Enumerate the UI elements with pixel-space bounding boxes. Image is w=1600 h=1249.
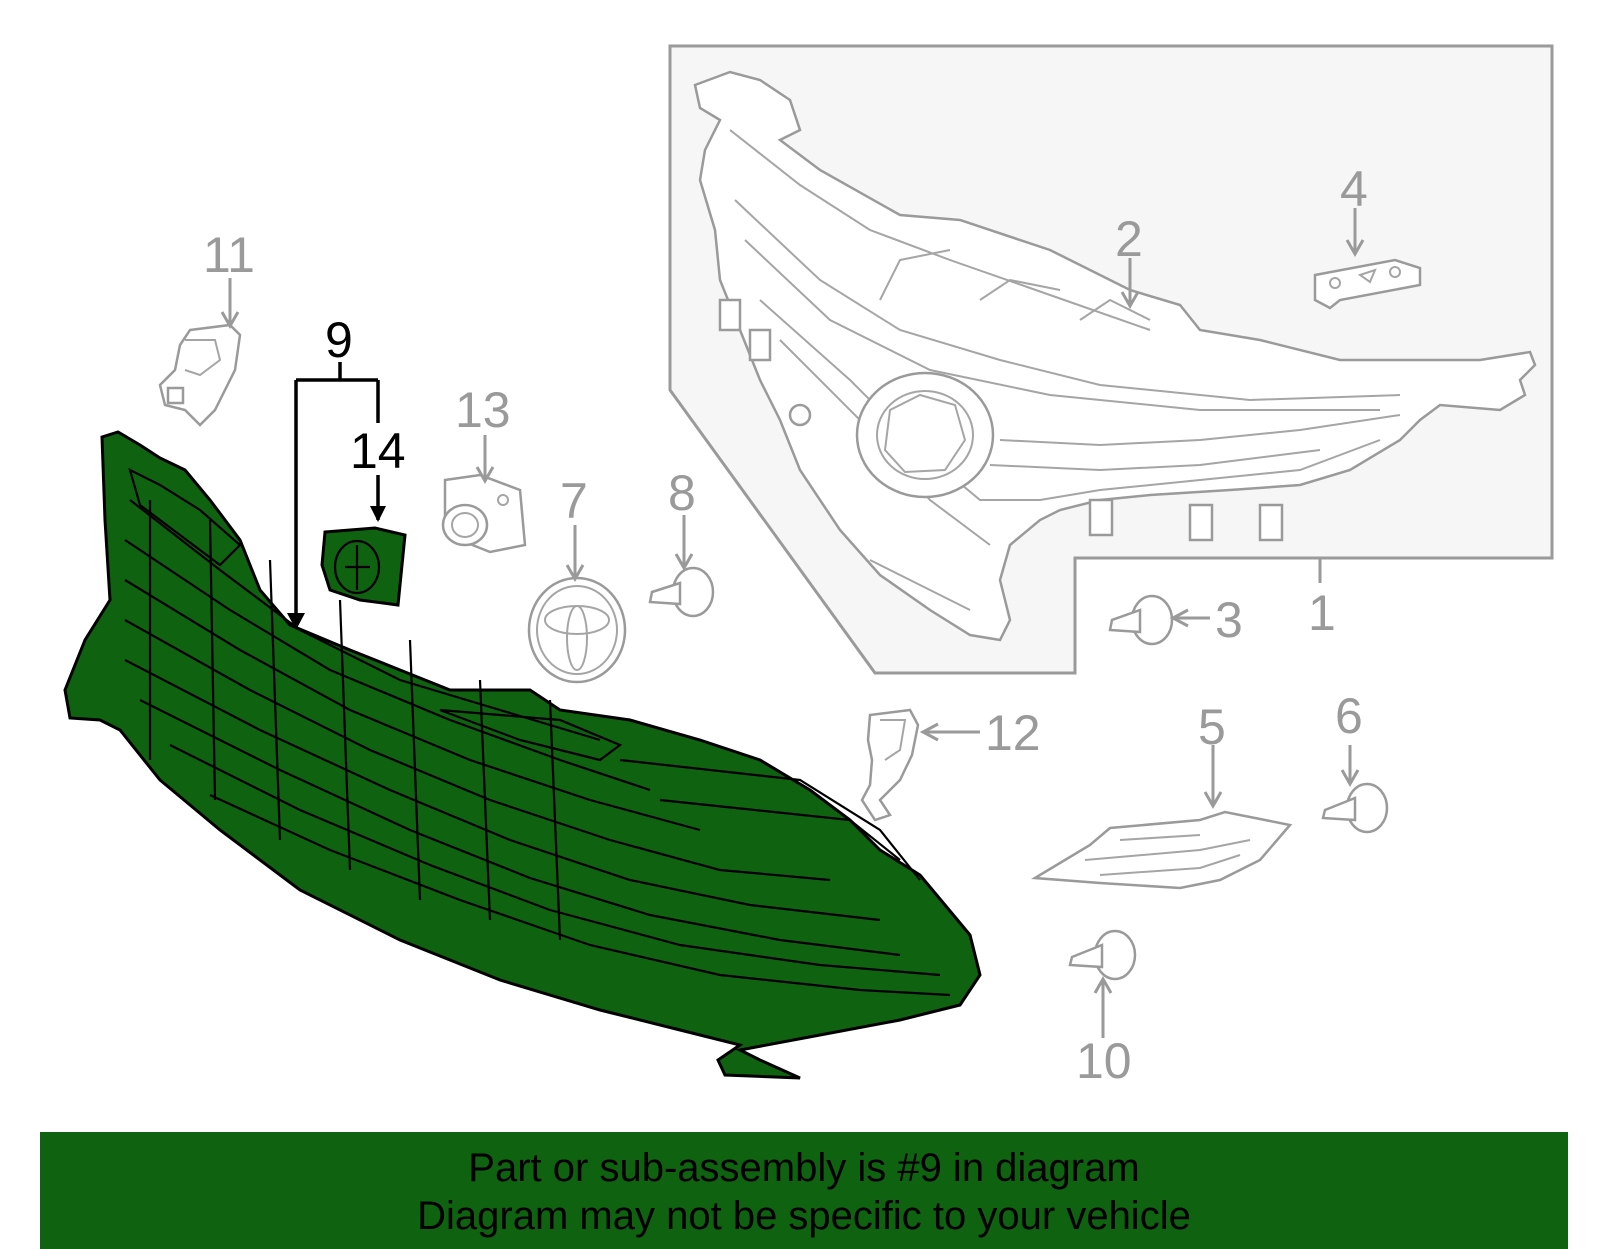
trim-part-5 (1030, 810, 1293, 890)
callout-3: 3 (1215, 592, 1243, 648)
callout-10: 10 (1076, 1033, 1132, 1089)
bracket-part-12 (860, 708, 920, 822)
info-banner: Part or sub-assembly is #9 in diagram Di… (40, 1132, 1568, 1249)
bracket-part-11 (158, 323, 242, 427)
callout-labels: 1 2 3 4 5 6 7 8 9 10 11 12 13 14 (203, 161, 1368, 1089)
clip-part-8 (648, 566, 715, 618)
emblem-part-7 (527, 576, 627, 684)
callout-7: 7 (560, 473, 588, 529)
banner-line-2: Diagram may not be specific to your vehi… (417, 1194, 1191, 1238)
callout-1: 1 (1308, 585, 1336, 641)
clip-part-10 (1068, 929, 1137, 981)
sensor-part-13 (441, 473, 527, 554)
callout-4: 4 (1340, 161, 1368, 217)
bracket-part-4 (1313, 258, 1422, 310)
banner-line-1: Part or sub-assembly is #9 in diagram (468, 1146, 1140, 1190)
callout-14: 14 (350, 423, 406, 479)
callout-2: 2 (1115, 211, 1143, 267)
callout-12: 12 (985, 705, 1041, 761)
clip-part-6 (1321, 782, 1389, 834)
callout-8: 8 (668, 465, 696, 521)
emblem-base-part-14 (320, 526, 407, 607)
callout-5: 5 (1198, 699, 1226, 755)
leader-lines (220, 208, 1365, 1038)
callout-13: 13 (455, 382, 511, 438)
upper-grille (693, 70, 1537, 642)
clip-part-3 (1108, 594, 1174, 646)
lower-grille-part-9 (63, 430, 982, 1080)
callout-11: 11 (203, 227, 255, 283)
callout-9: 9 (325, 312, 353, 368)
callout-6: 6 (1335, 688, 1363, 744)
